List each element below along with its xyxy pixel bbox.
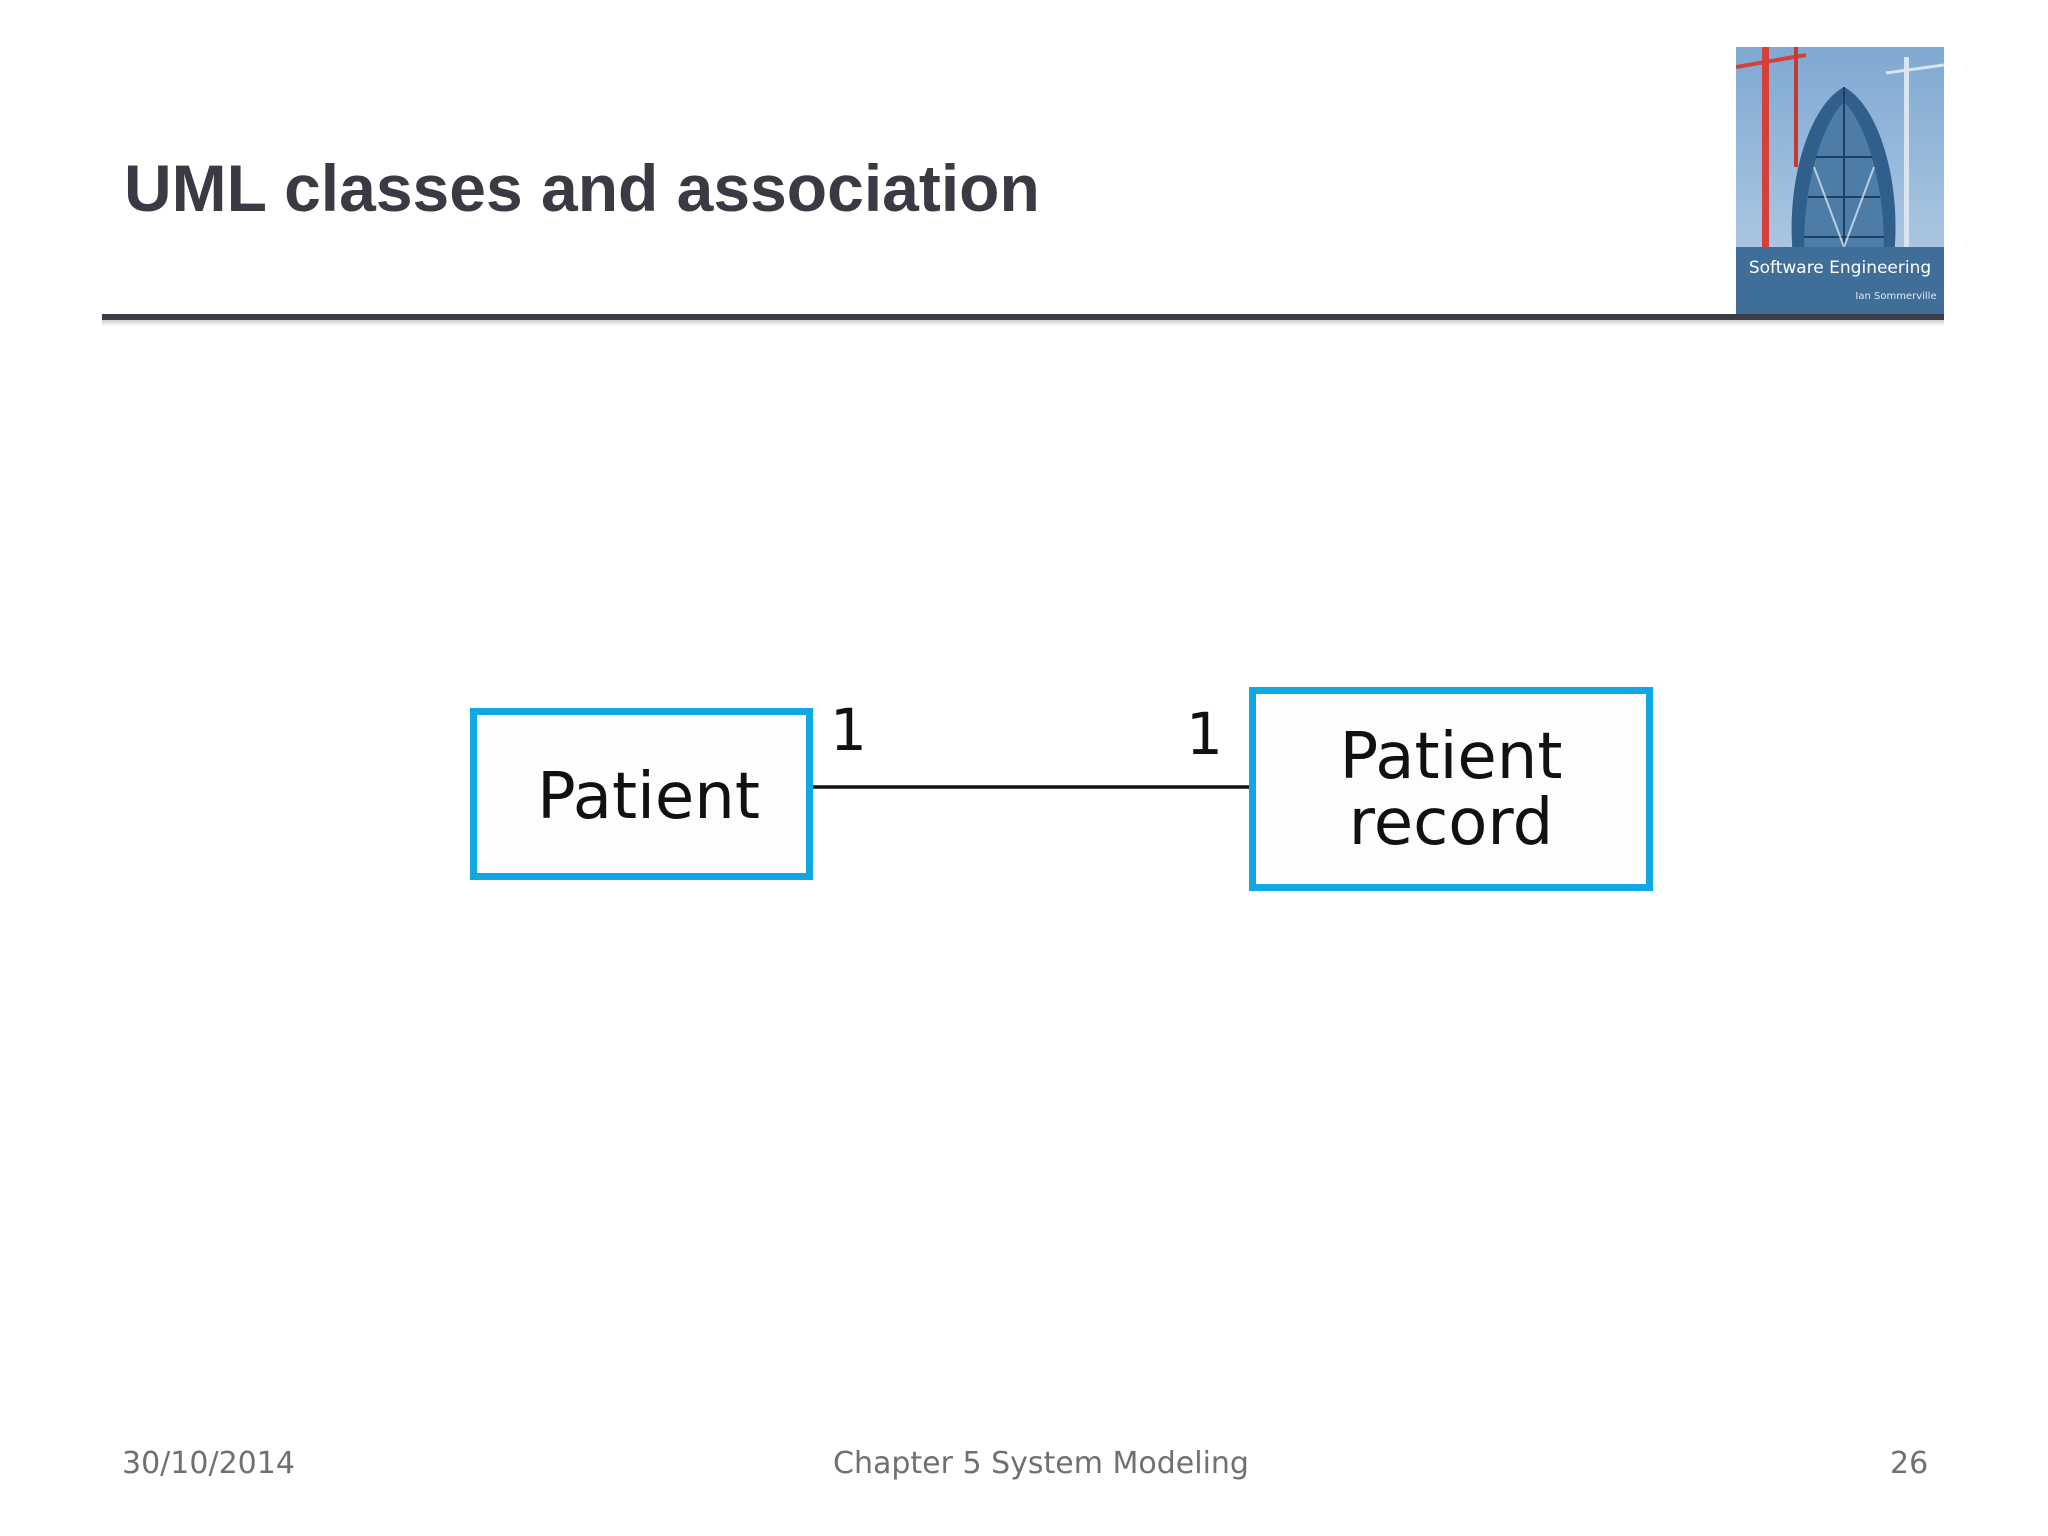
footer-date: 30/10/2014 bbox=[122, 1446, 295, 1481]
multiplicity-patient-record: 1 bbox=[1186, 700, 1223, 768]
cover-author-text: Ian Sommerville bbox=[1855, 291, 1936, 302]
footer-page-number: 26 bbox=[1890, 1446, 1929, 1481]
cover-title-text: Software Engineering bbox=[1749, 258, 1931, 278]
class-patient: Patient bbox=[470, 708, 813, 880]
footer-chapter: Chapter 5 System Modeling bbox=[833, 1446, 1249, 1481]
multiplicity-patient: 1 bbox=[830, 696, 867, 764]
book-cover-image: Software Engineering Ian Sommerville bbox=[1736, 47, 1944, 319]
class-patient-record: Patient record bbox=[1249, 687, 1653, 891]
slide-title: UML classes and association bbox=[124, 151, 1040, 225]
title-divider bbox=[102, 314, 1944, 320]
title-divider-shadow bbox=[102, 320, 1944, 326]
